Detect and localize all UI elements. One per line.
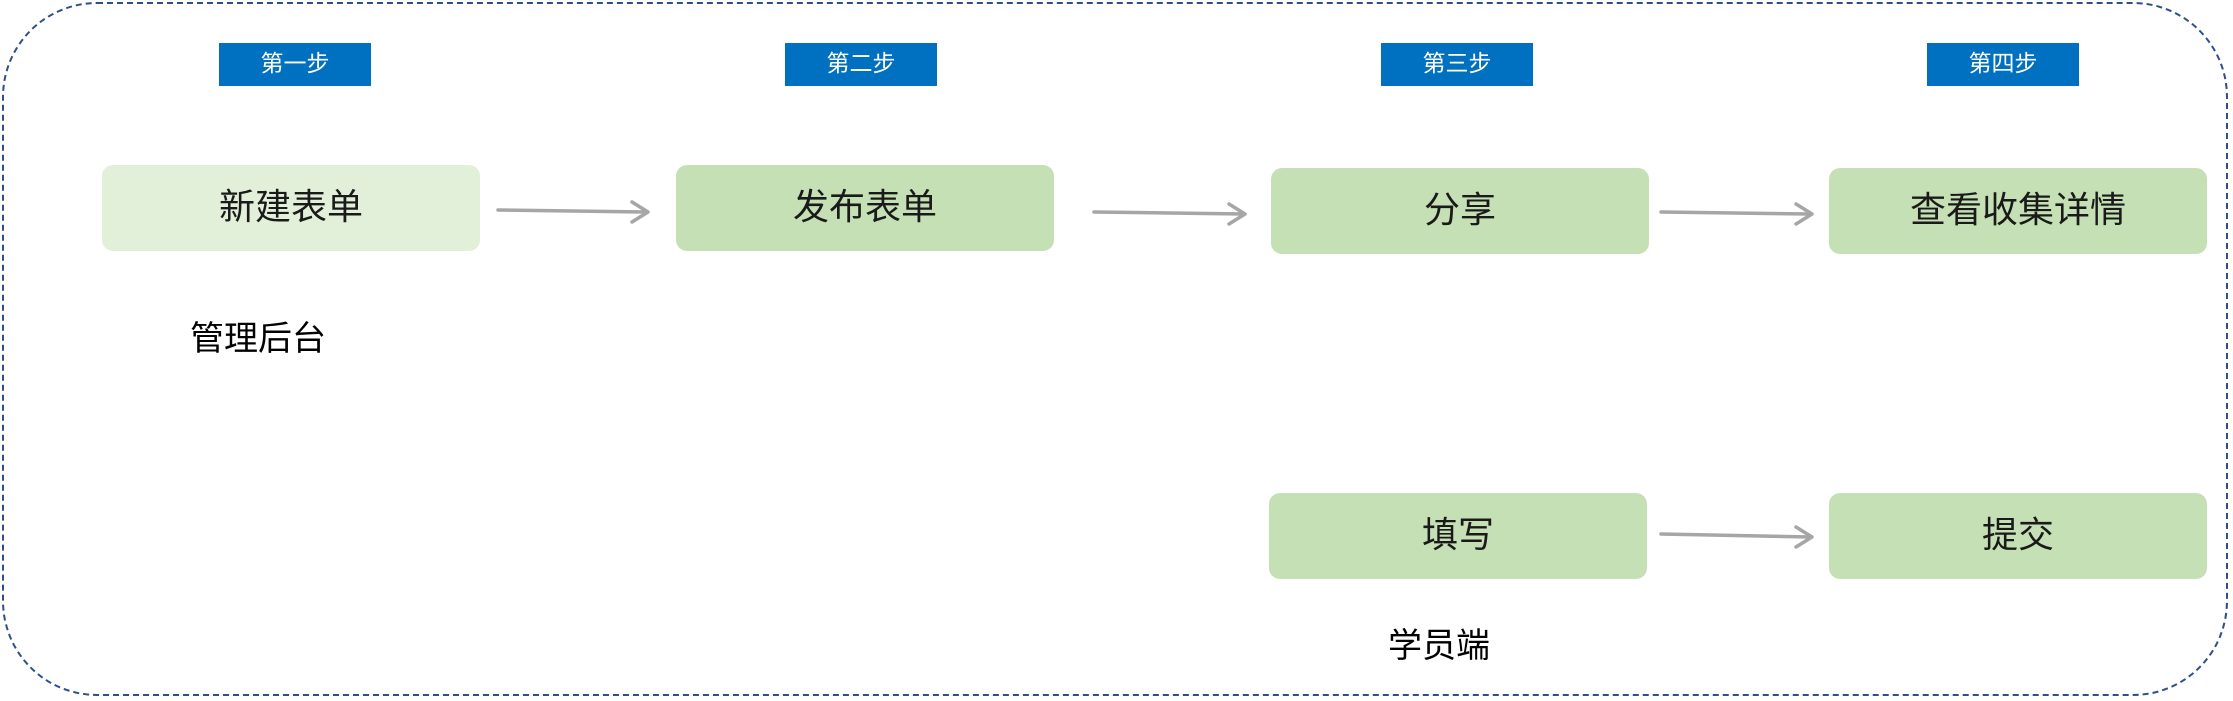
view-details-node[interactable]: 查看收集详情 <box>1829 168 2207 254</box>
step-2-tag: 第二步 <box>785 43 937 86</box>
step-1-tag: 第一步 <box>219 43 371 86</box>
fill-in-node[interactable]: 填写 <box>1269 493 1647 579</box>
admin-backend-caption: 管理后台 <box>190 319 326 359</box>
share-node[interactable]: 分享 <box>1271 168 1649 254</box>
create-form-node[interactable]: 新建表单 <box>102 165 480 251</box>
step-3-tag: 第三步 <box>1381 43 1533 86</box>
publish-form-node[interactable]: 发布表单 <box>676 165 1054 251</box>
student-side-caption: 学员端 <box>1388 626 1490 666</box>
step-4-tag: 第四步 <box>1927 43 2079 86</box>
submit-node[interactable]: 提交 <box>1829 493 2207 579</box>
